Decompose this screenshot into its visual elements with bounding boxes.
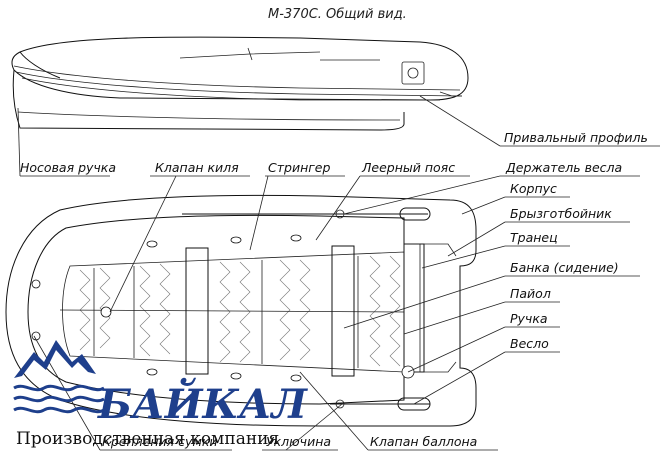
label-splash-guard: Брызготбойник [510, 206, 612, 221]
mountain-icon [14, 340, 96, 378]
label-fastener: Уключина [266, 434, 331, 449]
top-view [5, 194, 477, 427]
seat-front [185, 247, 209, 375]
label-stringer: Стрингер [268, 160, 330, 175]
label-floor: Пайол [510, 286, 551, 301]
seat-rear [331, 245, 355, 377]
company-tagline: Производственная компания [16, 429, 279, 449]
label-seat: Банка (сидение) [510, 260, 619, 275]
label-bow-handle: Носовая ручка [20, 160, 116, 175]
label-lifeline: Леерный пояс [361, 160, 455, 175]
label-transom: Транец [510, 230, 558, 245]
label-oar-holder: Держатель весла [505, 160, 622, 175]
side-view [11, 36, 469, 131]
label-oar: Весло [510, 336, 549, 351]
label-bag-mount: Крепления сумки [102, 434, 218, 449]
label-handle: Ручка [510, 311, 548, 326]
drawing-title: М-370С. Общий вид. [268, 7, 407, 22]
waves-icon [13, 384, 105, 414]
label-tube-valve: Клапан баллона [370, 434, 477, 449]
baikal-logo: БАЙКАЛ Производственная компания [13, 340, 309, 449]
leader-lines [17, 95, 660, 451]
label-hull: Корпус [510, 181, 557, 196]
label-keel-valve: Клапан киля [155, 160, 239, 175]
label-rub-profile: Привальный профиль [504, 130, 648, 145]
brand-name: БАЙКАЛ [97, 378, 309, 428]
